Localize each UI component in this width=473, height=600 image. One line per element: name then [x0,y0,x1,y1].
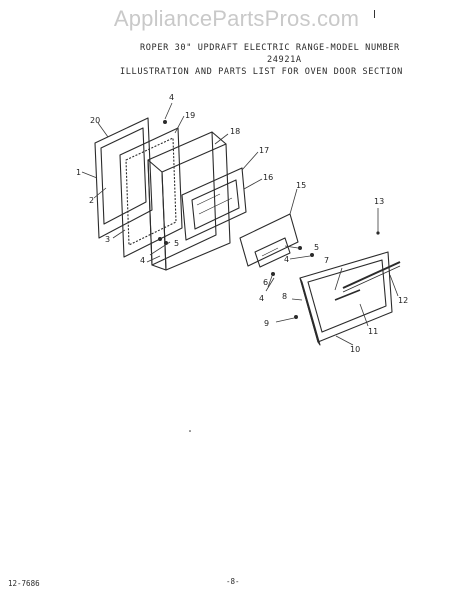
callout-17: 17 [259,146,269,155]
footer-page-number: -8- [226,577,240,586]
part-12-door-handle [342,261,401,293]
header-line-3: ILLUSTRATION AND PARTS LIST FOR OVEN DOO… [120,67,403,77]
callout-labels: 4 20 19 18 17 16 15 1 2 3 5 4 5 4 6 4 7 … [76,93,408,354]
corner-mark [374,10,375,18]
callout-1: 1 [76,168,81,177]
callout-5-left: 5 [174,239,179,248]
callout-9: 9 [264,319,269,328]
callout-16: 16 [263,173,273,182]
callout-19: 19 [185,111,195,120]
part-15-glass-panel [239,213,299,268]
callout-13: 13 [374,197,384,206]
header-line-2: 24921A [267,55,302,65]
callout-20: 20 [90,116,100,125]
callout-3: 3 [105,235,110,244]
leader-lines [81,102,399,346]
callout-10: 10 [350,345,360,354]
watermark: AppliancePartsPros.com [113,6,360,31]
screws-and-fasteners [158,120,380,432]
part-16-window-frame [181,167,247,241]
callout-5-right: 5 [314,243,319,252]
callout-4-lower: 4 [259,294,264,303]
header-line-1: ROPER 30" UPDRAFT ELECTRIC RANGE-MODEL N… [140,43,400,53]
part-20-outer-door-panel [94,117,153,239]
callout-11: 11 [368,327,378,336]
callout-4-top: 4 [169,93,174,102]
callout-2: 2 [89,196,94,205]
callout-6: 6 [263,278,268,287]
callout-7: 7 [324,256,329,265]
callout-4-middle: 4 [284,255,289,264]
callout-4-left: 4 [140,256,145,265]
callout-12: 12 [398,296,408,305]
footer-code: 12-7686 [8,579,40,588]
part-19-door-gasket [119,127,183,258]
callout-8: 8 [282,292,287,301]
callout-18: 18 [230,127,240,136]
callout-15: 15 [296,181,306,190]
part-8-outer-door [299,251,393,346]
part-18-inner-liner [147,131,231,271]
